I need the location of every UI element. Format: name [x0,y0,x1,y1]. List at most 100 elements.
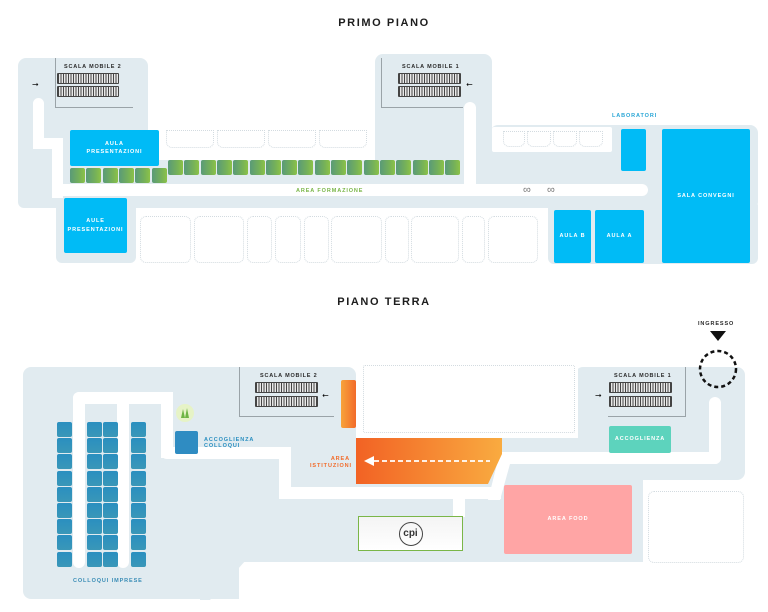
booth[interactable] [103,503,118,518]
walkway-left-vertical-2 [52,138,63,198]
booth[interactable] [131,551,146,567]
room-accoglienza[interactable]: ACCOGLIENZA [609,426,671,453]
walkway-bottom [279,487,501,499]
area-formazione-label: AREA FORMAZIONE [296,188,364,194]
booth[interactable] [131,422,146,437]
walkway-cpi [453,499,465,517]
escalator-2-label: SCALA MOBILE 2 [260,373,318,379]
green-seat[interactable] [70,168,85,183]
restroom-icon: ∞ [547,184,555,196]
booth[interactable] [57,470,72,486]
green-seat[interactable] [379,160,395,175]
booth[interactable] [87,551,102,567]
green-seat[interactable] [184,160,200,175]
green-seat[interactable] [282,160,298,175]
booth[interactable] [87,503,102,518]
booth[interactable] [87,535,102,551]
restroom-icon: ∞ [523,184,531,196]
empty-space [488,216,538,263]
booth[interactable] [103,519,118,535]
booth[interactable] [87,454,102,470]
room-aule-presentazioni[interactable]: AULE PRESENTAZIONI [64,198,127,253]
escalator-icon [609,396,672,407]
booth[interactable] [57,422,72,437]
green-seat[interactable] [347,160,363,175]
green-seat[interactable] [265,160,281,175]
empty-space [268,130,316,148]
booth[interactable] [57,438,72,454]
room-sala-convegni[interactable]: SALA CONVEGNI [662,129,750,263]
booth[interactable] [103,422,118,437]
walkway-diagonal [488,452,528,500]
green-seat[interactable] [135,168,151,183]
laboratori-label: LABORATORI [612,113,658,119]
room-aula-a[interactable]: AULA A [595,210,644,263]
booth[interactable] [87,422,102,437]
booth[interactable] [131,454,146,470]
escalator-icon [398,86,461,97]
booth[interactable] [57,503,72,518]
green-seat[interactable] [216,160,232,175]
booth[interactable] [103,535,118,551]
booth[interactable] [103,486,118,502]
booth[interactable] [87,486,102,502]
empty-space [462,216,485,263]
booth[interactable] [103,438,118,454]
booth[interactable] [103,470,118,486]
booth[interactable] [131,470,146,486]
empty-space [319,130,367,148]
escalator-icon [255,382,318,393]
room-aula-presentazioni[interactable]: AULA PRESENTAZIONI [70,130,159,166]
trees-icon [176,404,194,422]
green-seat[interactable] [396,160,412,175]
green-seat[interactable] [445,160,461,175]
green-seat[interactable] [314,160,330,175]
walkway-col-2 [117,392,129,568]
escalator-icon [398,73,461,84]
room-aula-b[interactable]: AULA B [554,210,591,263]
area-istituzioni[interactable] [356,438,502,484]
booth[interactable] [103,551,118,567]
accoglienza-colloqui-box[interactable] [175,431,198,454]
booth[interactable] [131,535,146,551]
empty-space [411,216,459,263]
green-seat[interactable] [151,168,167,183]
green-seat[interactable] [102,168,118,183]
room-laboratorio[interactable] [621,129,646,171]
entrance-marker-icon[interactable] [696,331,740,391]
green-seat[interactable] [412,160,428,175]
booth[interactable] [131,519,146,535]
booth[interactable] [87,438,102,454]
green-seat[interactable] [298,160,314,175]
arrow-icon: ➞ [322,391,329,400]
green-seat[interactable] [249,160,265,175]
booth[interactable] [87,470,102,486]
green-seat[interactable] [233,160,249,175]
booth[interactable] [57,551,72,567]
booth[interactable] [57,519,72,535]
empty-space [194,216,244,263]
empty-space [363,365,575,433]
booth[interactable] [57,486,72,502]
booth[interactable] [57,535,72,551]
booth[interactable] [131,503,146,518]
green-seat[interactable] [86,168,102,183]
booth[interactable] [103,454,118,470]
arrow-icon: ➞ [32,80,39,89]
istituzioni-pillar [341,380,356,428]
empty-space [140,216,191,263]
green-seat[interactable] [363,160,379,175]
green-seat[interactable] [168,160,183,175]
escalator-2-area: SCALA MOBILE 2 [55,58,133,108]
green-seat[interactable] [428,160,444,175]
cpi-booth[interactable]: cpi [358,516,463,551]
green-seat[interactable] [118,168,134,183]
room-area-food[interactable]: AREA FOOD [504,485,632,554]
booth[interactable] [57,454,72,470]
booth[interactable] [131,438,146,454]
green-seat[interactable] [200,160,216,175]
green-seat[interactable] [331,160,346,175]
booth[interactable] [131,486,146,502]
booth[interactable] [87,519,102,535]
colloqui-imprese-label: COLLOQUI IMPRESE [73,578,143,584]
